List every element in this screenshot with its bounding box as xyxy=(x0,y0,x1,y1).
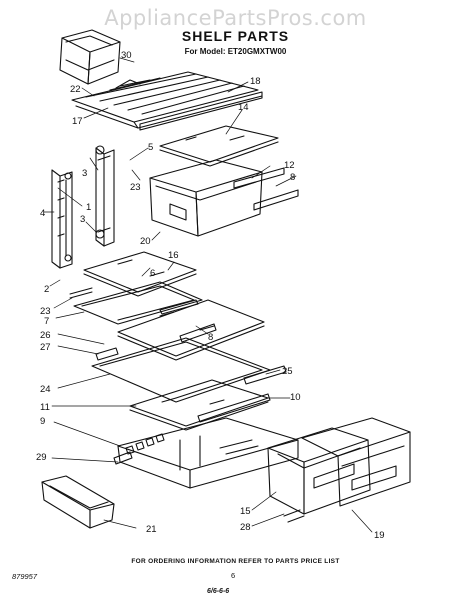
wire-shelf-part xyxy=(71,71,263,131)
callout-label: 1 xyxy=(86,202,91,213)
meat-pan-drawer-part xyxy=(149,159,299,237)
upper-glass-shelf-part xyxy=(83,251,197,297)
upper-shelf-frame-part xyxy=(69,281,203,325)
utility-pan-part xyxy=(41,475,115,529)
callout-label: 29 xyxy=(36,452,47,463)
callout-label: 8 xyxy=(208,332,213,343)
callout-labels: 30 22 18 17 14 5 3 12 23 8 1 4 3 20 16 6… xyxy=(36,50,385,541)
handwritten-signature: 6/6-6-6 xyxy=(207,588,230,595)
callout-label: 14 xyxy=(238,102,249,113)
watermark: AppliancePartsPros.com xyxy=(104,6,367,30)
callout-label: 28 xyxy=(240,522,251,533)
callout-label: 10 xyxy=(290,392,301,403)
callout-label: 3 xyxy=(82,168,87,179)
crisper-drawers-part xyxy=(267,417,411,523)
callout-label: 18 xyxy=(250,76,261,87)
model-line: For Model: ET20GMXTW00 xyxy=(184,47,287,56)
callout-label: 15 xyxy=(240,506,251,517)
callout-label: 9 xyxy=(40,416,45,427)
callout-label: 30 xyxy=(121,50,132,61)
callout-label: 6 xyxy=(150,268,155,279)
callout-label: 11 xyxy=(40,402,50,413)
center-glass-shelf-part xyxy=(95,299,265,361)
callout-label: 19 xyxy=(374,530,385,541)
ordering-note: FOR ORDERING INFORMATION REFER TO PARTS … xyxy=(131,558,340,565)
callout-label: 12 xyxy=(284,160,295,171)
callout-label: 23 xyxy=(130,182,141,193)
callout-label: 8 xyxy=(290,172,295,183)
crisper-cover-glass-part xyxy=(159,125,279,167)
dairy-bin-part xyxy=(59,29,121,85)
callout-label: 26 xyxy=(40,330,51,341)
diagram-title: SHELF PARTS xyxy=(181,28,290,44)
lower-shelf-frame-part xyxy=(91,337,287,403)
callout-label: 22 xyxy=(70,84,81,95)
callout-label: 7 xyxy=(44,316,49,327)
left-rail-part xyxy=(51,145,115,269)
document-number: 879957 xyxy=(12,572,38,581)
callout-label: 25 xyxy=(282,366,293,377)
callout-label: 27 xyxy=(40,342,51,353)
callout-label: 16 xyxy=(168,250,179,261)
page-number: 6 xyxy=(231,571,236,580)
callout-label: 5 xyxy=(148,142,153,153)
callout-label: 21 xyxy=(146,524,157,535)
callout-label: 24 xyxy=(40,384,51,395)
leader-lines xyxy=(43,57,373,533)
callout-label: 20 xyxy=(140,236,151,247)
crisper-cover-frame-part xyxy=(113,417,299,489)
callout-label: 3 xyxy=(80,214,85,225)
callout-label: 23 xyxy=(40,306,51,317)
callout-label: 2 xyxy=(44,284,49,295)
callout-label: 17 xyxy=(72,116,83,127)
callout-label: 4 xyxy=(40,208,45,219)
lower-glass-shelf-part xyxy=(129,379,271,431)
